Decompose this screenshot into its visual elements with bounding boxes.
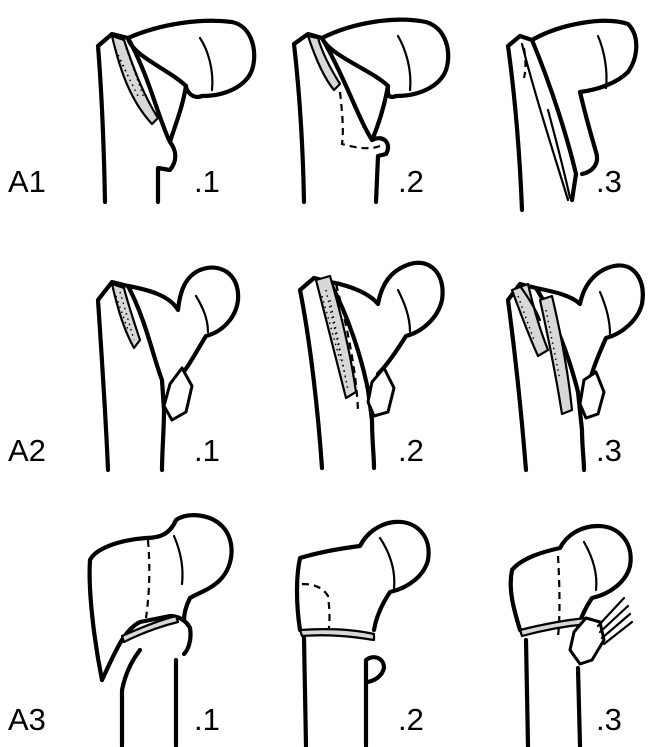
variant-label-a1-1: .1 <box>194 164 220 199</box>
variant-label-a3-1: .1 <box>194 702 220 737</box>
variant-label-a2-1: .1 <box>194 433 220 468</box>
variant-label-a3-3: .3 <box>596 702 622 737</box>
row-label-a2: A2 <box>8 433 46 468</box>
variant-label-a1-3: .3 <box>596 164 622 199</box>
femur-a1-2 <box>294 20 448 202</box>
femur-a1-1 <box>98 21 254 202</box>
femur-a2-3 <box>508 265 643 470</box>
row-label-a3: A3 <box>8 702 46 737</box>
row-label-a1: A1 <box>8 164 46 199</box>
variant-label-a2-3: .3 <box>596 433 622 468</box>
variant-label-a1-2: .2 <box>398 164 424 199</box>
variant-label-a2-2: .2 <box>398 433 424 468</box>
variant-label-a3-2: .2 <box>398 702 424 737</box>
